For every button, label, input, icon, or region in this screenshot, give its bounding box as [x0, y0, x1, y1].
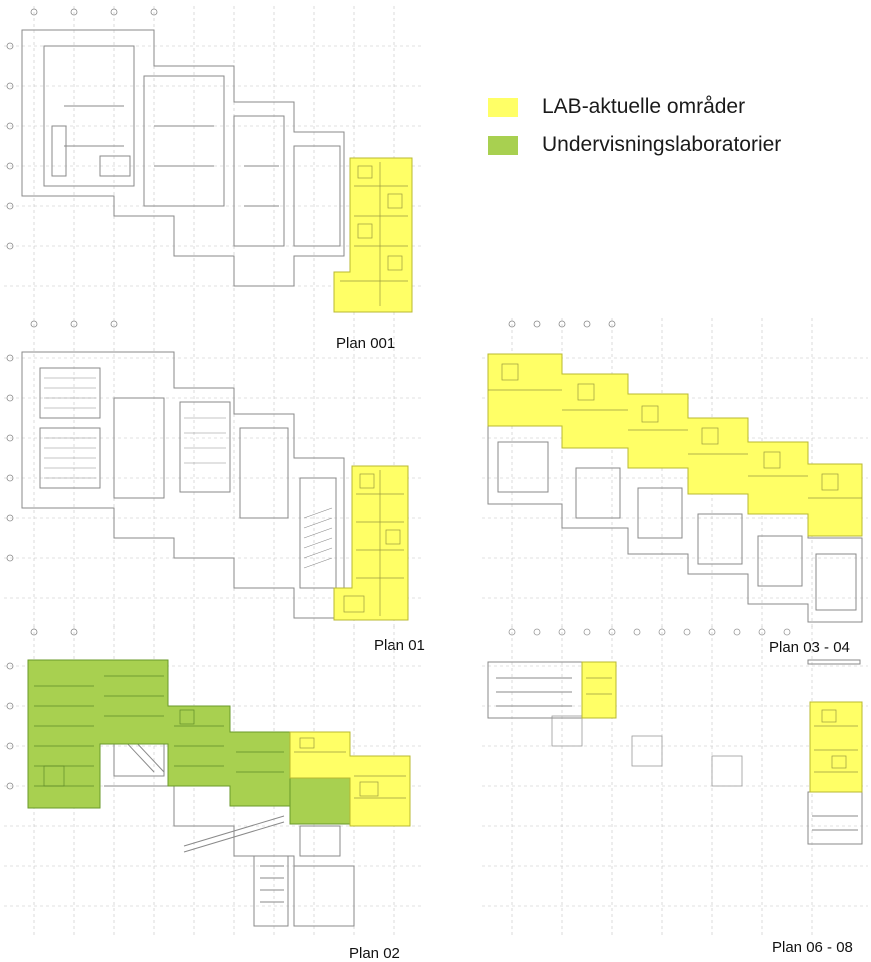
legend-label-teaching-labs: Undervisningslaboratorier [542, 133, 782, 156]
plan-caption: Plan 01 [374, 637, 425, 654]
legend-swatch-lab-areas [488, 97, 518, 117]
legend: LAB-aktuelle områder Undervisningslabora… [488, 88, 781, 164]
legend-swatch-teaching-labs [488, 135, 518, 155]
legend-label-lab-areas: LAB-aktuelle områder [542, 95, 746, 118]
floor-plan-06-08 [482, 626, 868, 938]
floor-plan-01 [4, 318, 424, 630]
floor-plan-03-04 [482, 318, 868, 634]
legend-item-lab-areas: LAB-aktuelle områder [488, 88, 781, 126]
floor-plan-02 [4, 626, 424, 938]
plan-caption: Plan 001 [336, 335, 396, 352]
plan-caption: Plan 03 - 04 [769, 639, 850, 656]
plan-caption: Plan 06 - 08 [772, 939, 853, 956]
plan-caption: Plan 02 [349, 945, 400, 962]
legend-item-teaching-labs: Undervisningslaboratorier [488, 126, 781, 164]
floor-plan-001 [4, 6, 424, 318]
